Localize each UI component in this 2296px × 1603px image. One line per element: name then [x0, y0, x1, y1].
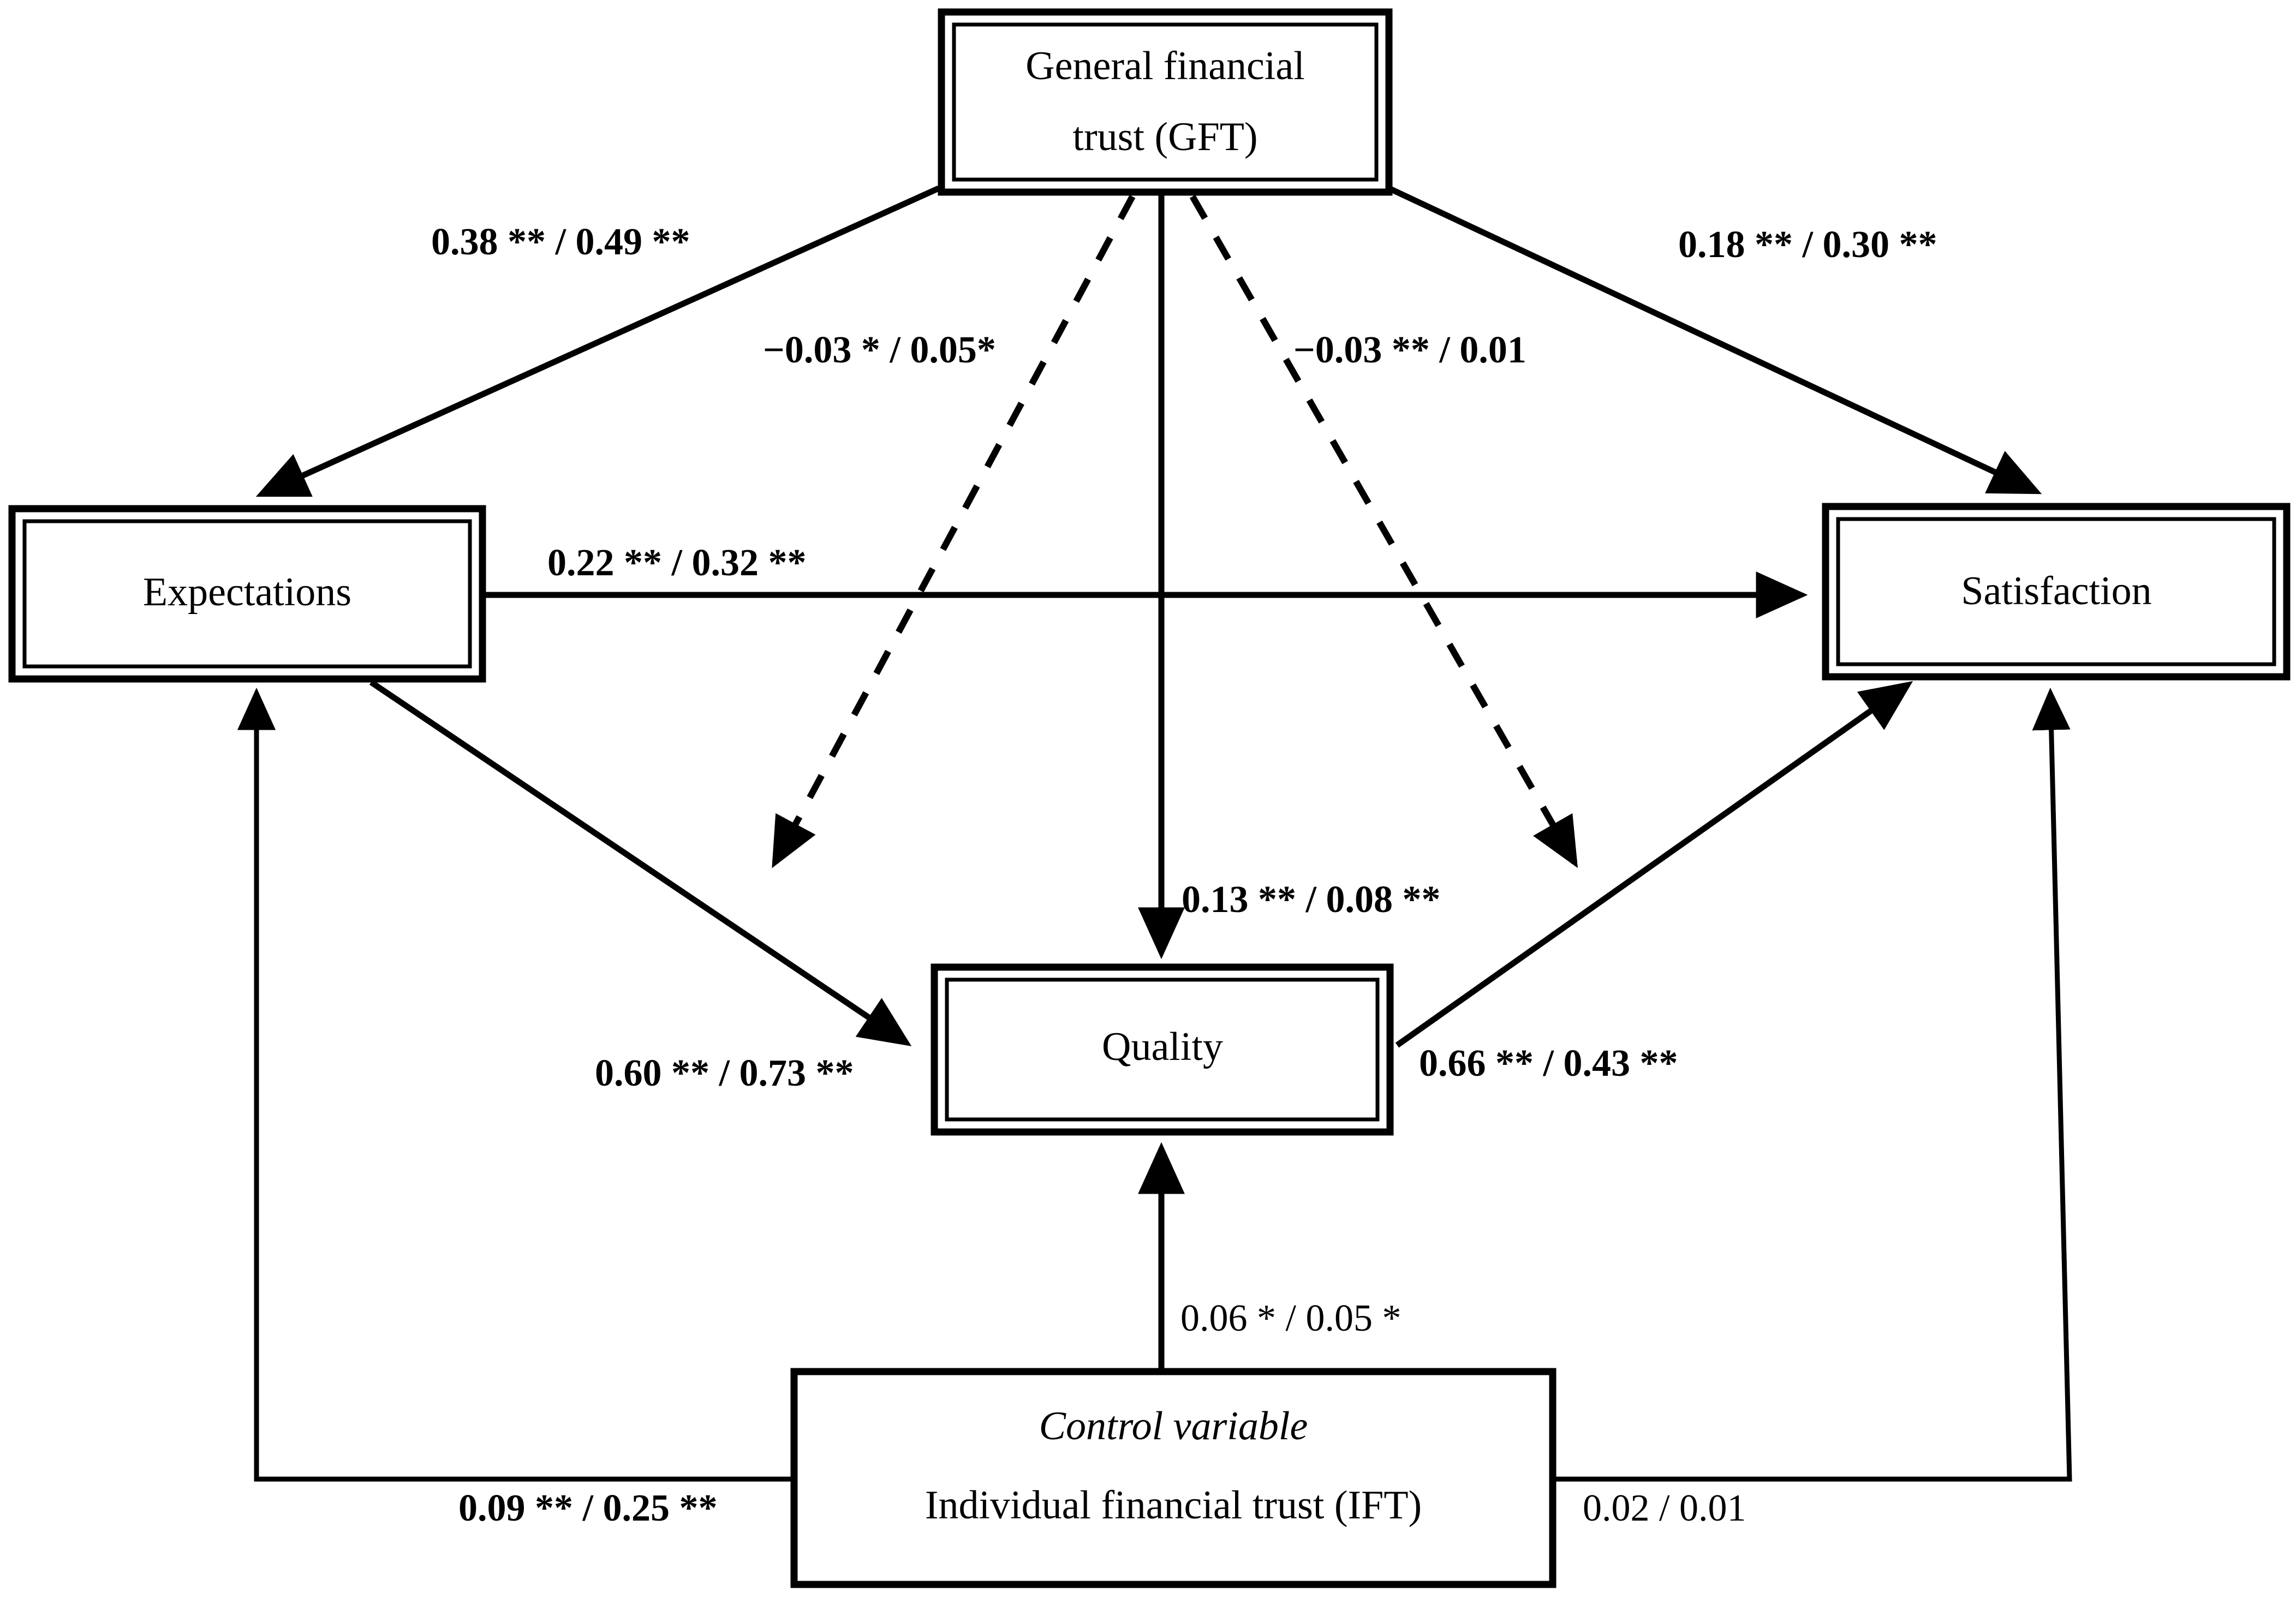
node-ift-label-name: Individual financial trust (IFT) — [925, 1483, 1422, 1528]
node-expectations[interactable]: Expectations — [8, 505, 486, 683]
node-ift[interactable]: Control variable Individual financial tr… — [790, 1368, 1556, 1588]
path-gft-moderation-right — [1189, 195, 1578, 868]
node-quality[interactable]: Quality — [931, 963, 1394, 1136]
coef-gft-to-quality: 0.13 ** / 0.08 ** — [1182, 879, 1440, 921]
coef-gft-moderation-right: −0.03 ** / 0.01 — [1293, 329, 1526, 371]
node-gft-label-line1: General financial — [1025, 44, 1305, 88]
node-ift-label-control-variable: Control variable — [1039, 1404, 1308, 1449]
path-expectations-to-quality — [369, 680, 912, 1046]
coef-ift-to-expectations: 0.09 ** / 0.25 ** — [458, 1487, 717, 1529]
coef-quality-to-satisfaction: 0.66 ** / 0.43 ** — [1419, 1042, 1678, 1084]
path-gft-to-satisfaction — [1387, 186, 2042, 494]
node-quality-label: Quality — [1102, 1024, 1223, 1069]
path-ift-to-expectations — [237, 687, 797, 1482]
node-satisfaction[interactable]: Satisfaction — [1822, 503, 2291, 681]
node-gft-label-line2: trust (GFT) — [1072, 115, 1257, 159]
path-quality-to-satisfaction — [1395, 681, 1913, 1048]
coef-gft-moderation-left: −0.03 * / 0.05* — [763, 329, 996, 371]
path-gft-to-expectations — [255, 185, 940, 497]
node-gft[interactable]: General financial trust (GFT) — [938, 8, 1393, 196]
coef-gft-to-expectations: 0.38 ** / 0.49 ** — [431, 221, 690, 263]
coef-expectations-to-satisfaction: 0.22 ** / 0.32 ** — [547, 542, 806, 584]
node-satisfaction-label: Satisfaction — [1961, 569, 2151, 613]
coef-ift-to-quality: 0.06 * / 0.05 * — [1180, 1297, 1401, 1339]
path-gft-moderation-left — [772, 195, 1136, 868]
coef-gft-to-satisfaction: 0.18 ** / 0.30 ** — [1678, 224, 1937, 266]
node-expectations-label: Expectations — [143, 570, 351, 615]
coef-expectations-to-quality: 0.60 ** / 0.73 ** — [595, 1052, 854, 1094]
coef-ift-to-satisfaction: 0.02 / 0.01 — [1583, 1487, 1746, 1529]
path-ift-to-satisfaction — [1550, 687, 2072, 1482]
